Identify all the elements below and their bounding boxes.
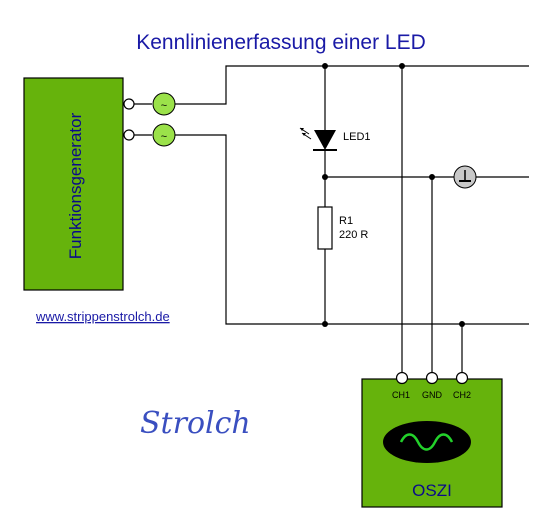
resistor-label-value: 220 R [339, 229, 368, 241]
oscilloscope-input-ch1 [395, 371, 409, 385]
ac-source-icon: ~ [152, 92, 176, 116]
oscilloscope-label: OSZI [412, 481, 452, 500]
svg-text:~: ~ [161, 100, 167, 112]
website-link[interactable]: www.strippenstrolch.de [35, 309, 170, 324]
channel-label-gnd: GND [422, 390, 443, 400]
ac-source-icon: ~ [152, 123, 176, 147]
svg-text:~: ~ [161, 131, 167, 143]
oscilloscope-input-ch2 [455, 371, 469, 385]
led-label: LED1 [343, 131, 371, 143]
generator-terminal-top [123, 98, 135, 110]
function-generator-label: Funktionsgenerator [66, 112, 85, 259]
channel-label-ch2: CH2 [453, 390, 471, 400]
function-generator: Funktionsgenerator [23, 77, 124, 291]
resistor-icon [317, 206, 333, 250]
generator-terminal-bottom [123, 129, 135, 141]
sine-wave-icon [399, 433, 454, 451]
ground-icon [453, 165, 477, 189]
function-generator-box [23, 77, 124, 291]
oscilloscope-input-gnd [425, 371, 439, 385]
oscilloscope: CH1 GND CH2 OSZI [361, 371, 503, 508]
channel-label-ch1: CH1 [392, 390, 410, 400]
oscilloscope-screen [383, 421, 471, 463]
resistor-label-name: R1 [339, 215, 353, 227]
signature: Strolch [140, 406, 251, 441]
led-icon [299, 127, 337, 151]
diagram-title: Kennlinienerfassung einer LED [136, 31, 426, 54]
